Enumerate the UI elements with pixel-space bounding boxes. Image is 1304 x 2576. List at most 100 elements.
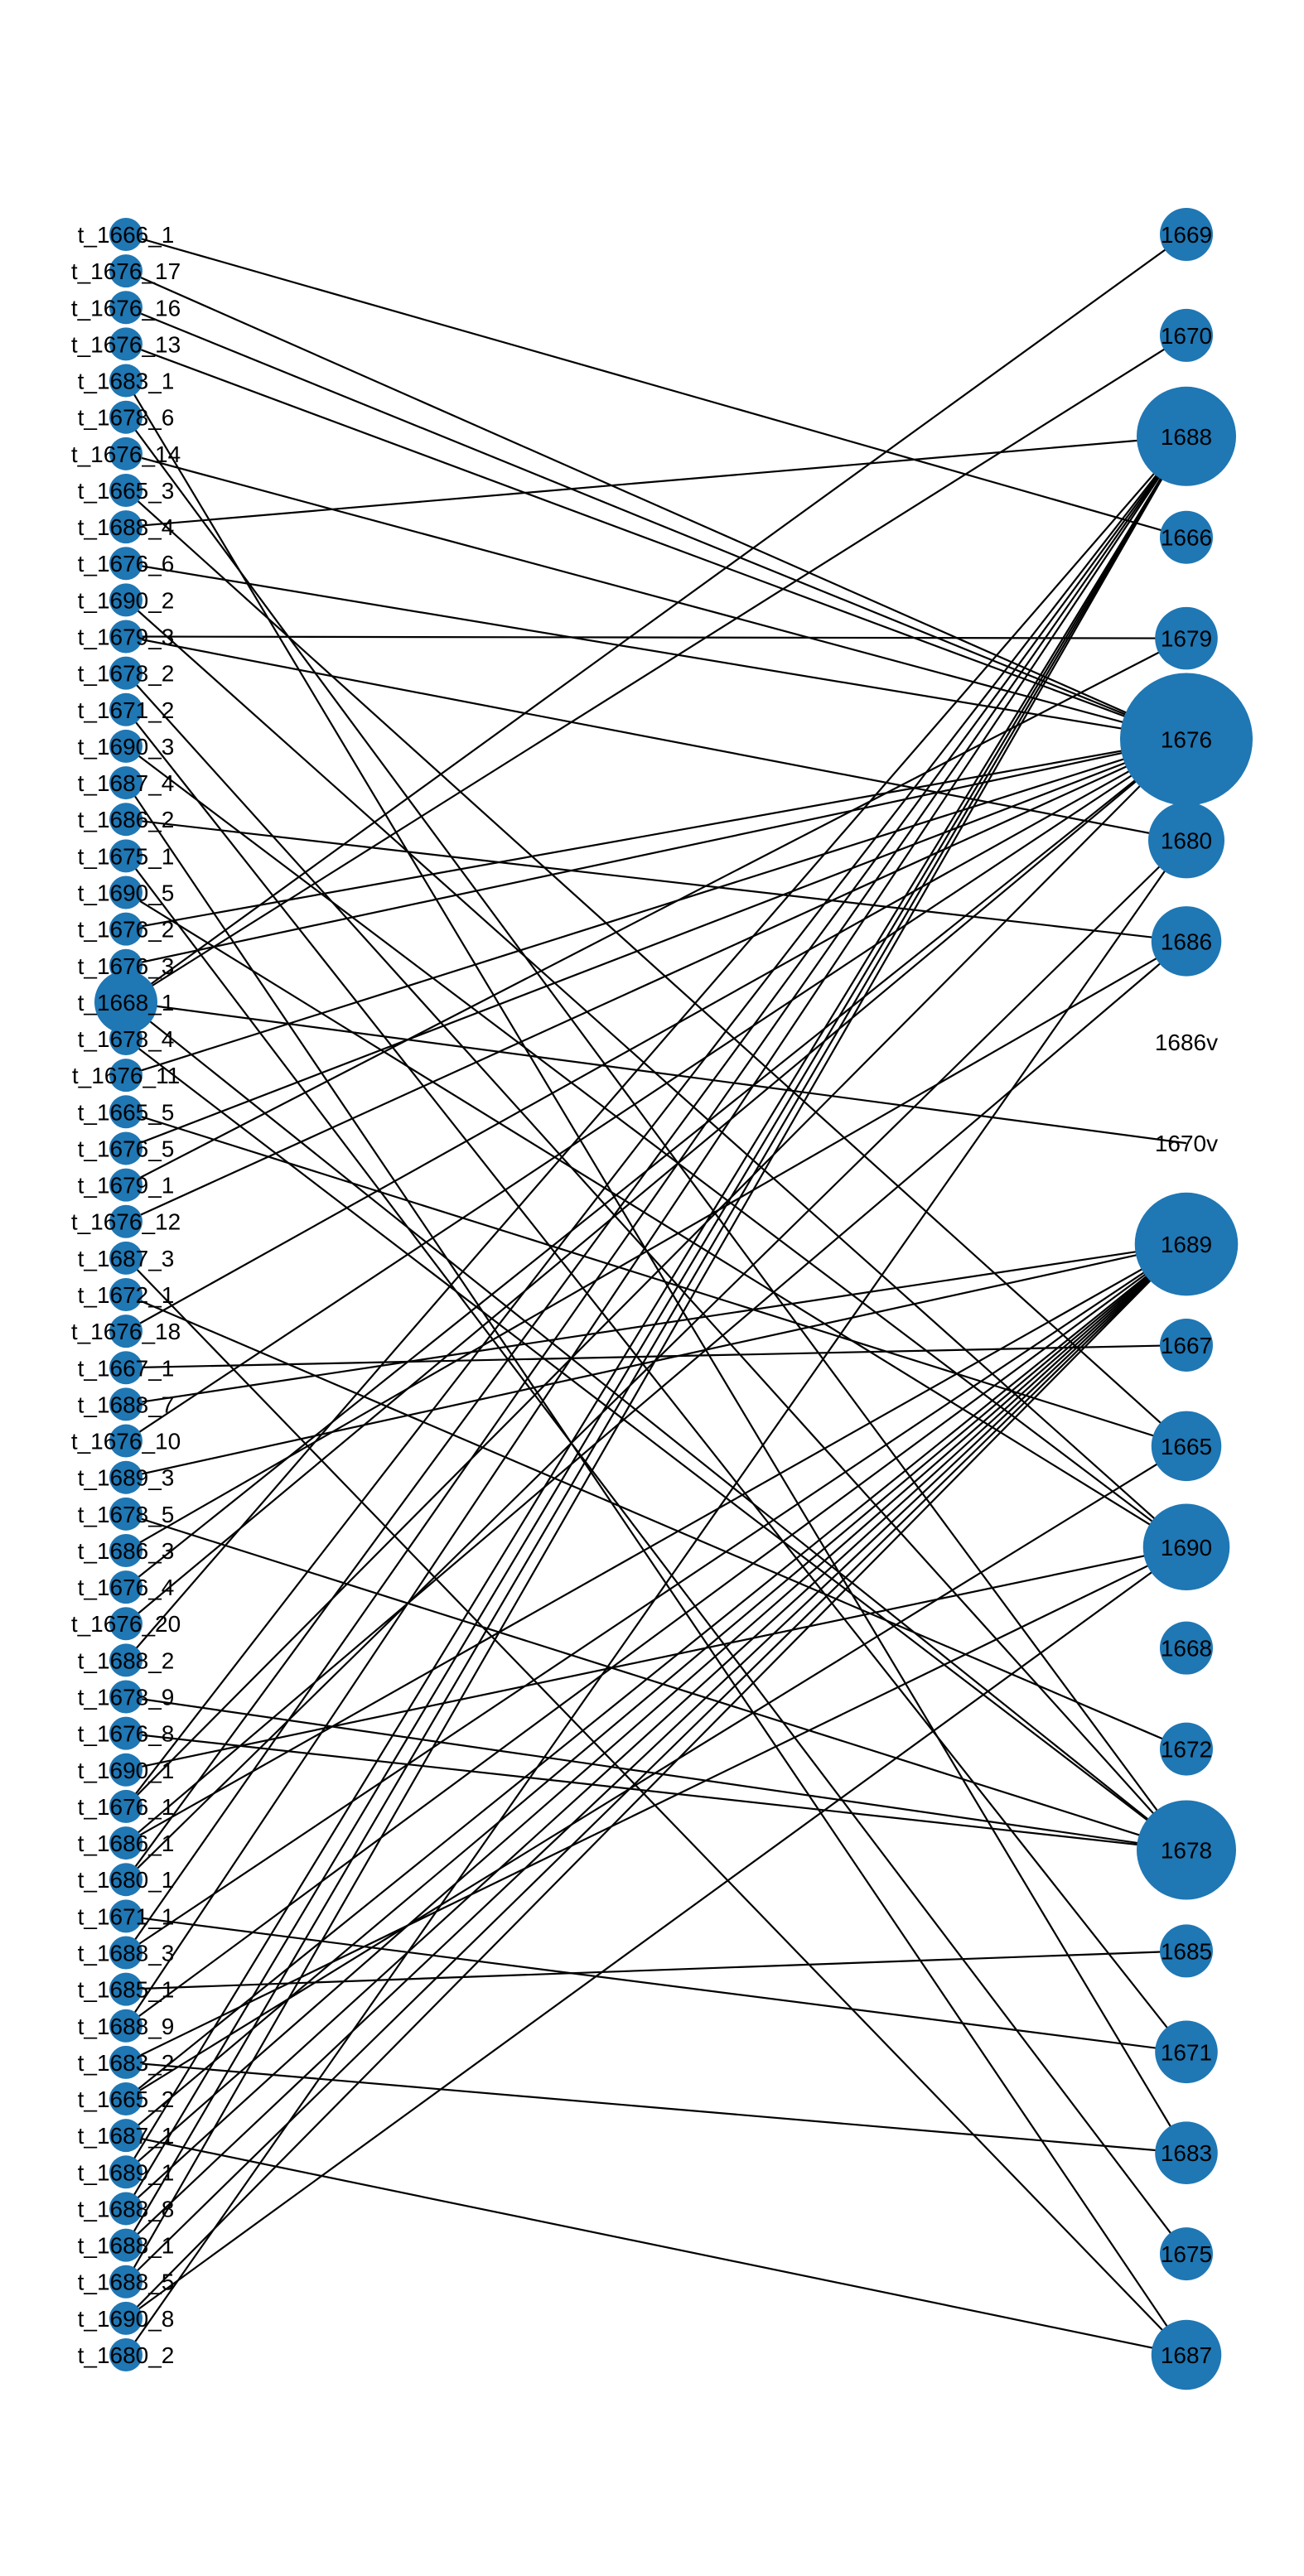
node-label-t_1686_1: t_1686_1 [78,1831,175,1856]
edge-t_1679_3-1680 [125,635,1187,842]
node-t_1676_4 [109,1570,142,1604]
edge-t_1668_1-1678 [125,1001,1187,1851]
node-label-t_1676_5: t_1676_5 [78,1136,175,1161]
label-layer: t_1666_1t_1676_17t_1676_16t_1676_13t_168… [71,222,1218,2368]
node-1665 [1151,1411,1222,1482]
node-t_1688_4 [109,510,142,544]
node-label-t_1686_3: t_1686_3 [78,1538,175,1564]
edge-t_1686_3-1686 [125,940,1187,1551]
node-t_1676_16 [109,291,142,325]
node-t_1680_1 [109,1863,142,1897]
node-label-t_1679_3: t_1679_3 [78,625,175,650]
edge-t_1665_3-1665 [125,490,1187,1447]
edge-layer [125,233,1187,2357]
node-1688 [1137,386,1236,486]
edge-t_1680_2-1680 [125,839,1187,2356]
node-label-1669: 1669 [1161,222,1212,248]
node-label-t_1688_9: t_1688_9 [78,2014,175,2039]
node-label-t_1676_12: t_1676_12 [71,1209,181,1235]
edge-t_1688_9-1688 [125,436,1187,2027]
edge-t_1676_10-1676 [125,738,1187,1442]
node-label-t_1666_1: t_1666_1 [78,222,175,248]
node-label-1666: 1666 [1161,525,1212,551]
node-label-1685: 1685 [1161,1938,1212,1964]
node-layer [94,208,1253,2390]
node-label-t_1672_1: t_1672_1 [78,1282,175,1308]
node-label-t_1676_18: t_1676_18 [71,1319,181,1344]
edge-t_1672_1-1672 [125,1293,1187,1750]
node-1690 [1142,1503,1230,1591]
edge-t_1676_4-1676 [125,738,1187,1588]
node-t_1665_5 [109,1095,142,1129]
node-label-1679: 1679 [1161,626,1212,652]
node-1672 [1160,1722,1213,1776]
node-label-t_1687_3: t_1687_3 [78,1246,175,1271]
edge-t_1688_8-1689 [125,1243,1187,2210]
node-1669 [1160,208,1213,261]
node-label-1672: 1672 [1161,1737,1212,1763]
edge-t_1690_3-1690 [125,745,1187,1548]
node-label-t_1676_14: t_1676_14 [71,441,181,467]
edge-t_1676_1-1676 [125,738,1187,1807]
edge-t_1667_1-1667 [125,1343,1187,1369]
edge-t_1676_12-1676 [125,738,1187,1223]
edge-t_1678_2-1678 [125,672,1187,1851]
node-label-t_1665_2: t_1665_2 [78,2086,175,2112]
node-t_1686_3 [109,1533,142,1567]
node-label-t_1676_3: t_1676_3 [78,953,175,979]
node-t_1678_6 [109,400,142,434]
node-t_1688_2 [109,1643,142,1677]
node-label-t_1687_4: t_1687_4 [78,770,175,796]
edge-t_1676_13-1676 [125,343,1187,740]
node-t_1676_6 [109,547,142,581]
node-label-t_1688_3: t_1688_3 [78,1940,175,1966]
node-t_1676_1 [109,1789,142,1823]
edge-t_1676_11-1676 [125,738,1187,1077]
node-label-t_1687_1: t_1687_1 [78,2123,175,2149]
node-t_1678_5 [109,1497,142,1531]
edge-t_1665_2-1665 [125,1445,1187,2100]
node-label-t_1675_1: t_1675_1 [78,843,175,869]
edge-t_1690_8-1689 [125,1243,1187,2319]
node-label-t_1676_10: t_1676_10 [71,1429,181,1454]
edge-t_1676_8-1678 [125,1732,1187,1851]
node-t_1668_1 [94,970,157,1034]
node-t_1687_3 [109,1241,142,1275]
node-1679 [1155,606,1218,670]
edge-t_1666_1-1666 [125,233,1187,538]
node-label-t_1688_4: t_1688_4 [78,514,175,540]
node-label-t_1676_6: t_1676_6 [78,551,175,576]
edge-t_1676_3-1676 [125,738,1187,967]
edge-t_1687_4-1687 [125,782,1187,2356]
node-label-t_1679_1: t_1679_1 [78,1173,175,1199]
edge-t_1690_5-1690 [125,891,1187,1548]
node-t_1671_1 [109,1899,142,1933]
node-t_1686_2 [109,803,142,837]
node-label-1667: 1667 [1161,1333,1212,1358]
node-label-t_1683_1: t_1683_1 [78,369,175,394]
edge-t_1676_6-1676 [125,562,1187,740]
node-t_1676_20 [109,1607,142,1641]
node-t_1690_2 [109,583,142,617]
node-label-t_1690_3: t_1690_3 [78,734,175,760]
node-label-t_1678_6: t_1678_6 [78,405,175,431]
edge-t_1676_17-1676 [125,270,1187,740]
edge-t_1689_1-1689 [125,1243,1187,2173]
node-t_1690_1 [109,1753,142,1787]
edge-t_1679_1-1679 [125,637,1187,1186]
node-t_1676_8 [109,1716,142,1750]
node-label-t_1665_3: t_1665_3 [78,478,175,504]
node-t_1676_5 [109,1131,142,1165]
node-t_1688_1 [109,2228,142,2262]
edge-t_1688_1-1688 [125,436,1187,2246]
node-1667 [1160,1318,1213,1372]
node-label-1683: 1683 [1161,2140,1212,2166]
node-label-t_1676_1: t_1676_1 [78,1794,175,1820]
edge-t_1685_1-1685 [125,1950,1187,1990]
node-label-t_1676_16: t_1676_16 [71,295,181,321]
edge-t_1679_3-1679 [125,635,1187,639]
node-1671 [1155,2020,1218,2084]
node-t_1687_1 [109,2119,142,2153]
node-t_1690_3 [109,729,142,763]
